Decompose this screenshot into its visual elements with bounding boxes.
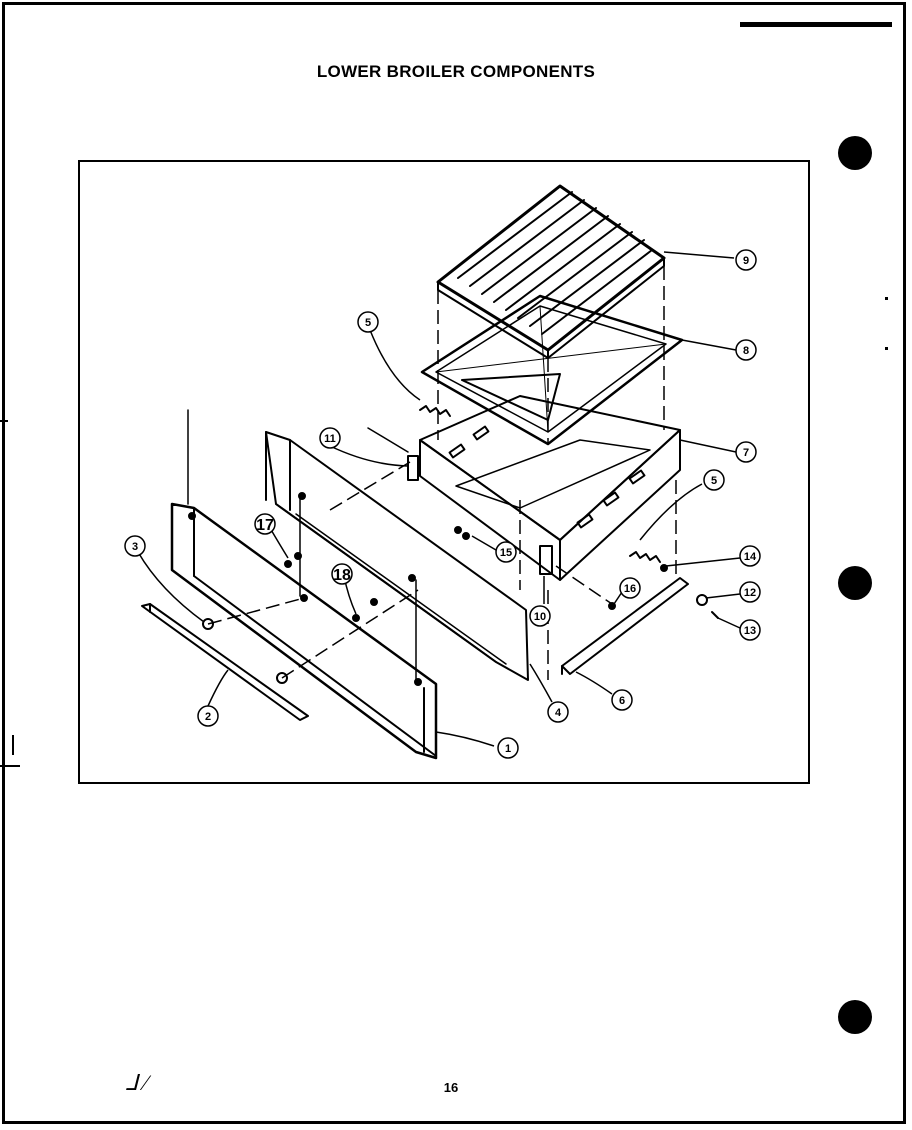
svg-text:4: 4 xyxy=(555,707,562,719)
edge-dot xyxy=(885,297,888,300)
roller-screw xyxy=(711,611,719,619)
callout-4: 4 xyxy=(547,701,569,723)
callout-5b: 5 xyxy=(703,469,725,491)
callout-17: 17 xyxy=(254,513,276,535)
callout-18: 18 xyxy=(331,563,353,585)
screw xyxy=(608,602,616,610)
spacer xyxy=(202,618,214,630)
callout-labels: 1 2 3 4 5 5 6 7 8 9 10 11 12 13 14 15 16… xyxy=(124,249,761,759)
front-panel xyxy=(170,502,438,760)
svg-text:8: 8 xyxy=(743,345,749,357)
screw-shaft xyxy=(367,427,409,453)
callout-7: 7 xyxy=(735,441,757,463)
binder-hole-middle xyxy=(838,566,872,600)
svg-text:10: 10 xyxy=(534,611,546,623)
svg-text:15: 15 xyxy=(500,547,512,559)
spacer xyxy=(276,672,288,684)
binder-hole-top xyxy=(838,136,872,170)
diagram-frame xyxy=(78,160,810,784)
slide-rail xyxy=(561,577,689,675)
edge-dot xyxy=(885,347,888,350)
callout-2: 2 xyxy=(197,705,219,727)
svg-text:6: 6 xyxy=(619,695,625,707)
broiler-pan xyxy=(420,294,684,446)
callout-6: 6 xyxy=(611,689,633,711)
drawer-body xyxy=(265,431,529,681)
svg-text:17: 17 xyxy=(256,517,274,534)
callout-9: 9 xyxy=(735,249,757,271)
callout-11: 11 xyxy=(319,427,341,449)
page-number: 16 xyxy=(443,1080,459,1095)
panel-screw-b xyxy=(352,614,360,622)
clip xyxy=(660,564,668,572)
svg-text:2: 2 xyxy=(205,711,211,723)
callout-1: 1 xyxy=(497,737,519,759)
callout-15: 15 xyxy=(495,541,517,563)
callout-13: 13 xyxy=(739,619,761,641)
drawer-frame xyxy=(419,395,681,581)
callout-12: 12 xyxy=(739,581,761,603)
svg-text:14: 14 xyxy=(744,551,757,563)
callout-5a: 5 xyxy=(357,311,379,333)
edge-mark xyxy=(0,765,20,767)
page-title: LOWER BROILER COMPONENTS xyxy=(316,62,596,81)
leader-lines xyxy=(137,251,741,747)
roller xyxy=(696,594,708,606)
alignment-lines xyxy=(207,266,677,680)
binder-hole-bottom xyxy=(838,1000,872,1034)
svg-text:12: 12 xyxy=(744,587,756,599)
svg-text:18: 18 xyxy=(333,567,351,584)
corner-mark xyxy=(740,22,892,27)
svg-text:5: 5 xyxy=(711,475,717,487)
svg-text:7: 7 xyxy=(743,447,749,459)
spring-right xyxy=(629,551,661,563)
fastener xyxy=(454,526,462,534)
callout-1-text: 1 xyxy=(505,743,511,755)
callout-3: 3 xyxy=(124,535,146,557)
svg-text:13: 13 xyxy=(744,625,756,637)
edge-mark xyxy=(0,420,8,422)
panel-screw-b xyxy=(370,598,378,606)
callout-8: 8 xyxy=(735,339,757,361)
svg-text:11: 11 xyxy=(324,433,336,445)
callout-10: 10 xyxy=(529,605,551,627)
spring-left xyxy=(419,405,451,417)
edge-mark xyxy=(12,735,14,755)
panel-screw xyxy=(284,560,292,568)
svg-text:3: 3 xyxy=(132,541,138,553)
trim-rail xyxy=(141,603,309,721)
callout-14: 14 xyxy=(739,545,761,567)
handwritten-mark: ⅃ ⁄ xyxy=(126,1070,148,1095)
callout-16: 16 xyxy=(619,577,641,599)
svg-text:5: 5 xyxy=(365,317,371,329)
fastener xyxy=(462,532,470,540)
left-bracket xyxy=(407,455,419,481)
right-bracket xyxy=(539,545,553,575)
svg-text:9: 9 xyxy=(743,255,749,267)
broiler-grid xyxy=(436,184,666,359)
svg-text:16: 16 xyxy=(624,583,636,595)
